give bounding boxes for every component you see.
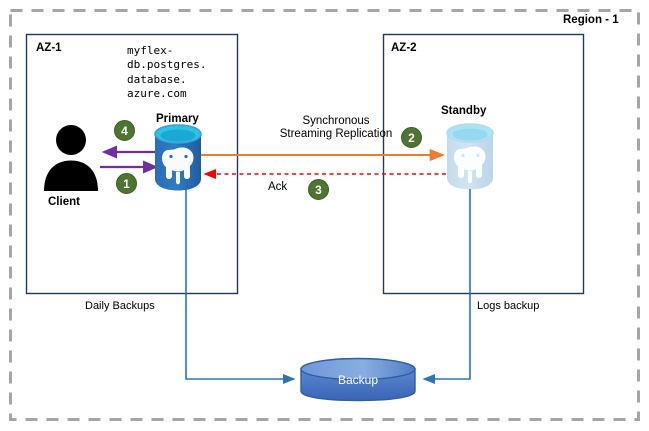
az1-box (25, 33, 239, 295)
backup-cylinder-icon (300, 357, 416, 402)
standby-database-icon (446, 123, 494, 190)
step-badge-2: 2 (401, 127, 422, 148)
client-title: Client (48, 196, 80, 208)
client-silhouette-icon (44, 125, 98, 191)
daily-backups-label: Daily Backups (85, 300, 155, 312)
az1-title: AZ-1 (36, 42, 62, 54)
step-badge-3: 3 (308, 179, 329, 200)
standby-title: Standby (441, 105, 487, 117)
logs-backup-label: Logs backup (477, 300, 540, 312)
step-badge-4: 4 (114, 120, 135, 141)
backup-label: Backup (337, 373, 379, 387)
az2-box (382, 33, 585, 295)
az2-title: AZ-2 (391, 42, 417, 54)
replication-label: Synchronous Streaming Replication (279, 115, 393, 141)
primary-hostname: myflex- db.postgres. database. azure.com (127, 44, 207, 100)
region-title: Region - 1 (563, 14, 619, 26)
primary-database-icon (154, 124, 202, 191)
daily-backup-connector (185, 190, 296, 385)
region-boundary (9, 9, 640, 421)
primary-title: Primary (156, 113, 199, 125)
logs-backup-connector (422, 189, 471, 385)
ack-label: Ack (268, 181, 288, 193)
step-badge-1: 1 (116, 173, 137, 194)
